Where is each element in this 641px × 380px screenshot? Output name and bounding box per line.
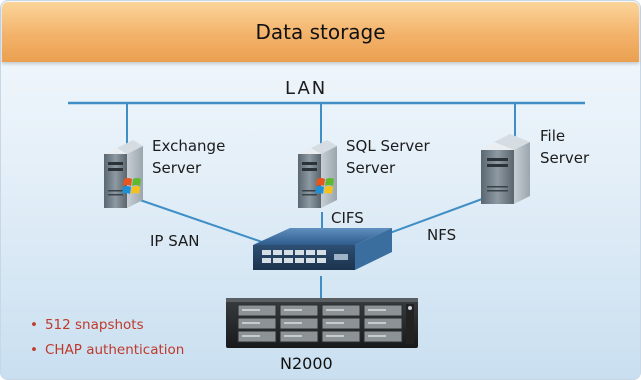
page-title: Data storage <box>255 20 386 44</box>
exchange-server-label-line2: Server <box>152 159 202 177</box>
bullet-icon: • <box>30 342 38 358</box>
bullet-icon: • <box>30 317 38 333</box>
feature-list: • 512 snapshots • CHAP authentication <box>30 313 184 363</box>
file-server-icon <box>481 134 530 204</box>
header-bar: Data storage <box>2 2 639 62</box>
feature-chap: CHAP authentication <box>44 342 185 358</box>
cifs-label: CIFS <box>331 209 364 227</box>
exchange-server-label-line1: Exchange <box>152 137 226 155</box>
nfs-label: NFS <box>427 226 457 244</box>
network-switch-icon <box>253 228 392 270</box>
storage-label: N2000 <box>280 354 333 373</box>
feature-snapshots: 512 snapshots <box>44 317 144 333</box>
ip-san-label: IP SAN <box>150 232 200 250</box>
sql-server-icon <box>298 140 337 208</box>
rack-storage-icon <box>226 298 418 348</box>
sql-server-label-line1: SQL Server <box>346 137 430 155</box>
lan-label: LAN <box>285 78 328 99</box>
list-item: • CHAP authentication <box>30 338 184 363</box>
windows-logo-icon <box>315 178 334 194</box>
link-exchange-switch <box>139 199 266 244</box>
file-server-label-line1: File <box>540 127 566 145</box>
file-server-label-line2: Server <box>540 149 590 167</box>
windows-logo-icon <box>122 178 141 194</box>
exchange-server-icon <box>104 140 143 208</box>
sql-server-label-line2: Server <box>346 159 396 177</box>
list-item: • 512 snapshots <box>30 313 184 338</box>
